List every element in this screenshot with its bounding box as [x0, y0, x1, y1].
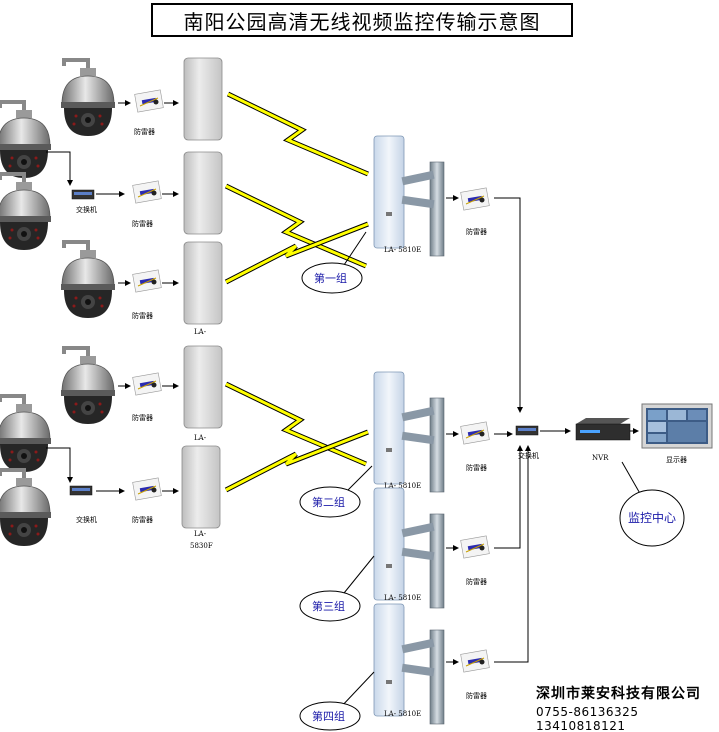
camera-3-icon — [0, 172, 53, 252]
center-callout-ellipse — [619, 489, 685, 547]
company-name: 深圳市莱安科技有限公司 — [536, 686, 701, 702]
cpe-3-icon — [183, 241, 223, 325]
cpe-5-label-b: 5830F — [190, 542, 213, 550]
group-3-callout — [299, 590, 361, 622]
sector-antenna-1-icon — [373, 135, 445, 257]
switch-left-1-label: 交换机 — [76, 205, 97, 214]
surge-right-1-icon — [460, 187, 490, 211]
sector-antenna-3-icon — [373, 487, 445, 609]
surge-left-3-icon — [132, 269, 162, 293]
cable-group1-switch — [494, 197, 523, 413]
display-monitor-icon — [641, 403, 713, 449]
switch-left-1-icon — [71, 189, 95, 200]
surge-right-4-icon — [460, 649, 490, 673]
surge-left-2-icon — [132, 180, 162, 204]
sector-antenna-2-label: LA- 5810E — [384, 482, 421, 490]
cpe-4-icon — [183, 345, 223, 429]
surge-left-1-icon — [134, 89, 164, 113]
surge-right-3-icon — [460, 535, 490, 559]
sector-antenna-4-icon — [373, 603, 445, 725]
sector-antenna-4-label: LA- 5810E — [384, 710, 421, 718]
cable-group4-switch — [494, 445, 531, 663]
group-4-label: 第四组 — [312, 709, 345, 723]
diagram-title: 南阳公园高清无线视频监控传输示意图 — [151, 3, 573, 37]
nvr-label: NVR — [592, 454, 609, 462]
surge-right-1-label: 防雷器 — [466, 227, 487, 236]
surge-right-3-label: 防雷器 — [466, 577, 487, 586]
camera-4-icon — [59, 240, 117, 320]
surge-left-5-label: 防雷器 — [132, 515, 153, 524]
cpe-2-icon — [183, 151, 223, 235]
cpe-3-label: LA- — [194, 328, 207, 336]
sector-antenna-3-label: LA- 5810E — [384, 594, 421, 602]
group-1-callout — [301, 262, 363, 294]
switch-left-2-label: 交换机 — [76, 515, 97, 524]
sector-antenna-2-icon — [373, 371, 445, 493]
cable-group3-switch — [494, 445, 523, 549]
display-label: 显示器 — [666, 456, 687, 464]
group-1-label: 第一组 — [314, 271, 347, 285]
group-2-label: 第二组 — [312, 495, 345, 509]
camera-5-icon — [59, 346, 117, 426]
nvr-icon — [575, 418, 631, 441]
group-4-callout — [299, 701, 361, 731]
camera-6-icon — [0, 394, 53, 474]
switch-central-icon — [515, 425, 539, 436]
camera-1-icon — [59, 58, 117, 138]
cable-cam6-switch — [46, 447, 73, 483]
cpe-4-label: LA- — [194, 434, 207, 442]
group-3-label: 第三组 — [312, 599, 345, 613]
cpe-5-label-a: LA- — [194, 530, 207, 538]
wireless-link-4-icon — [226, 384, 366, 464]
camera-2-icon — [0, 100, 53, 180]
surge-right-2-label: 防雷器 — [466, 463, 487, 472]
surge-left-4-icon — [132, 372, 162, 396]
wireless-link-1-icon — [228, 94, 368, 174]
surge-left-3-label: 防雷器 — [132, 311, 153, 320]
surge-left-1-label: 防雷器 — [134, 127, 155, 136]
cpe-5-icon — [181, 445, 221, 529]
wireless-link-5-icon — [226, 432, 368, 490]
surge-right-2-icon — [460, 421, 490, 445]
switch-central-label: 交换机 — [518, 451, 539, 460]
camera-7-icon — [0, 468, 53, 548]
sector-antenna-1-label: LA- 5810E — [384, 246, 421, 254]
switch-left-2-icon — [69, 485, 93, 496]
center-callout-label: 监控中心 — [628, 510, 676, 525]
surge-left-5-icon — [132, 477, 162, 501]
company-phone: 0755-86136325 13410818121 — [536, 705, 639, 732]
surge-right-4-label: 防雷器 — [466, 691, 487, 700]
surge-left-4-label: 防雷器 — [132, 413, 153, 422]
company-info: 深圳市莱安科技有限公司 0755-86136325 13410818121 — [536, 683, 719, 732]
cpe-1-icon — [183, 57, 223, 141]
group-2-callout — [299, 486, 361, 518]
cable-cam2-switch — [46, 151, 73, 186]
surge-left-2-label: 防雷器 — [132, 219, 153, 228]
